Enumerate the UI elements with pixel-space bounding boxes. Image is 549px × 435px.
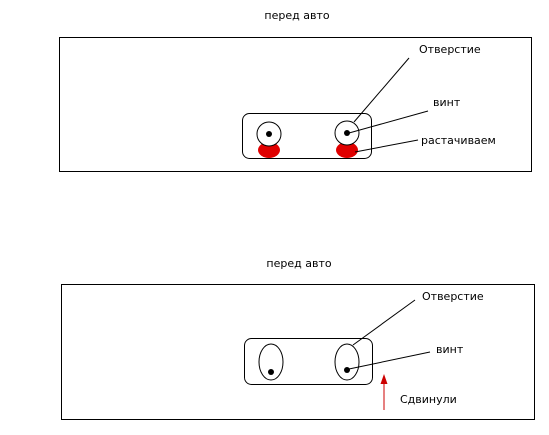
bottom-right-screw xyxy=(344,367,350,373)
top-left-bore-area xyxy=(258,142,280,158)
top-hole-leader xyxy=(353,57,410,123)
bottom-car-panel xyxy=(61,284,535,420)
top-diagram: перед авто Отверстие винт растачиваем xyxy=(59,9,532,172)
top-caption: перед авто xyxy=(264,9,329,22)
top-screw-leader xyxy=(348,110,429,134)
bottom-label-screw: винт xyxy=(436,343,464,356)
bottom-caption: перед авто xyxy=(266,257,331,270)
top-bore-leader xyxy=(354,139,419,153)
bottom-left-hole xyxy=(258,343,284,381)
bottom-hole-leader xyxy=(352,299,416,346)
top-left-screw xyxy=(266,131,272,137)
top-label-screw: винт xyxy=(433,96,461,109)
bottom-screw-leader xyxy=(348,351,431,370)
bottom-right-hole xyxy=(334,343,360,381)
bottom-label-hole: Отверстие xyxy=(422,290,484,303)
bottom-bracket xyxy=(244,338,373,385)
top-label-bore: растачиваем xyxy=(421,134,496,147)
top-car-panel xyxy=(59,37,532,172)
bottom-diagram: перед авто Отверстие винт Сдвинули xyxy=(61,257,535,420)
top-bracket xyxy=(242,113,372,159)
top-right-screw xyxy=(344,130,350,136)
top-right-bore-area xyxy=(336,142,358,158)
bottom-label-shift: Сдвинули xyxy=(400,393,457,406)
shift-arrow-head xyxy=(380,374,388,384)
top-label-hole: Отверстие xyxy=(419,43,481,56)
bottom-left-screw xyxy=(268,369,274,375)
